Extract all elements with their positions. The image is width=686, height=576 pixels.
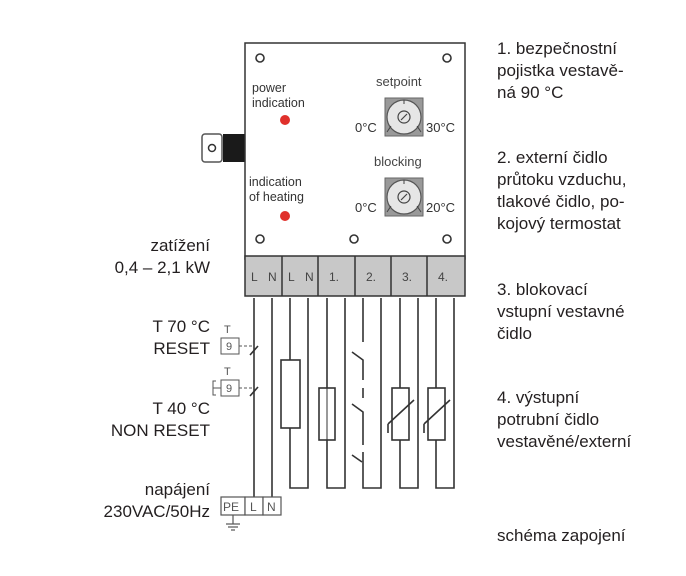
thermostat-t40-symbol: T 9 xyxy=(212,366,252,397)
setpoint-label: setpoint xyxy=(376,74,422,89)
supply-label: napájení 230VAC/50Hz xyxy=(10,479,210,523)
svg-text:9: 9 xyxy=(226,383,232,395)
terminal-label: 1. xyxy=(329,270,339,284)
terminal-label: 2. xyxy=(366,270,376,284)
supply-terminal-block xyxy=(220,496,282,516)
t40-type: NON RESET xyxy=(110,421,210,440)
legend-item-2: 2. externí čidlo průtoku vzduchu, tlakov… xyxy=(497,147,686,235)
setpoint-max: 30°C xyxy=(426,120,455,135)
blocking-knob[interactable] xyxy=(384,177,424,217)
supply-value: 230VAC/50Hz xyxy=(103,502,210,521)
legend-line: 1. bezpečnostní xyxy=(497,39,618,58)
supply-terminal-n: N xyxy=(267,500,276,514)
legend-line: 4. výstupní xyxy=(497,388,580,407)
blocking-label: blocking xyxy=(374,154,422,169)
svg-text:9: 9 xyxy=(226,341,232,353)
legend-line: čidlo xyxy=(497,324,532,343)
legend-line: ná 90 °C xyxy=(497,83,564,102)
terminal-label: L xyxy=(251,270,258,284)
legend-line: 3. blokovací xyxy=(497,280,588,299)
t70-label: T 70 °C RESET xyxy=(10,316,210,360)
supply-title: napájení xyxy=(144,480,210,499)
ground-icon xyxy=(226,515,240,531)
terminal-label: 3. xyxy=(402,270,412,284)
legend-item-1: 1. bezpečnostní pojistka vestavě- ná 90 … xyxy=(497,38,686,104)
controller-box xyxy=(244,42,466,260)
mounting-bracket xyxy=(201,133,245,163)
legend-line: průtoku vzduchu, xyxy=(497,170,627,189)
blocking-min: 0°C xyxy=(355,200,377,215)
legend-line: vestavěné/externí xyxy=(497,432,632,451)
svg-text:T: T xyxy=(224,324,231,336)
diagram-caption: schéma zapojení xyxy=(497,526,626,545)
legend-line: 2. externí čidlo xyxy=(497,148,608,167)
screw-holes xyxy=(255,53,452,244)
setpoint-knob[interactable] xyxy=(384,97,424,137)
terminal-label: L xyxy=(288,270,295,284)
legend-line: tlakové čidlo, po- xyxy=(497,192,625,211)
t70-type: RESET xyxy=(153,339,210,358)
legend-line: pojistka vestavě- xyxy=(497,61,624,80)
legend-line: kojový termostat xyxy=(497,214,621,233)
load-title: zatížení xyxy=(150,236,210,255)
supply-terminal-pe: PE xyxy=(223,500,239,514)
terminal-label: N xyxy=(305,270,314,284)
load-value: 0,4 – 2,1 kW xyxy=(114,258,210,277)
wiring xyxy=(249,298,455,497)
terminal-label: N xyxy=(268,270,277,284)
thermostat-t70-symbol: T 9 xyxy=(220,324,252,355)
t40-temp: T 40 °C xyxy=(152,399,210,418)
load-label: zatížení 0,4 – 2,1 kW xyxy=(10,235,210,279)
setpoint-min: 0°C xyxy=(355,120,377,135)
supply-terminal-l: L xyxy=(250,500,257,514)
svg-text:T: T xyxy=(224,366,231,378)
legend-item-4: 4. výstupní potrubní čidlo vestavěné/ext… xyxy=(497,387,686,453)
terminal-label: 4. xyxy=(438,270,448,284)
blocking-max: 20°C xyxy=(426,200,455,215)
legend-line: vstupní vestavné xyxy=(497,302,625,321)
t40-label: T 40 °C NON RESET xyxy=(10,398,210,442)
t70-temp: T 70 °C xyxy=(152,317,210,336)
terminal-strip xyxy=(244,255,466,297)
heating-led xyxy=(280,211,290,221)
legend-line: potrubní čidlo xyxy=(497,410,600,429)
legend-item-3: 3. blokovací vstupní vestavné čidlo xyxy=(497,279,686,345)
power-led xyxy=(280,115,290,125)
